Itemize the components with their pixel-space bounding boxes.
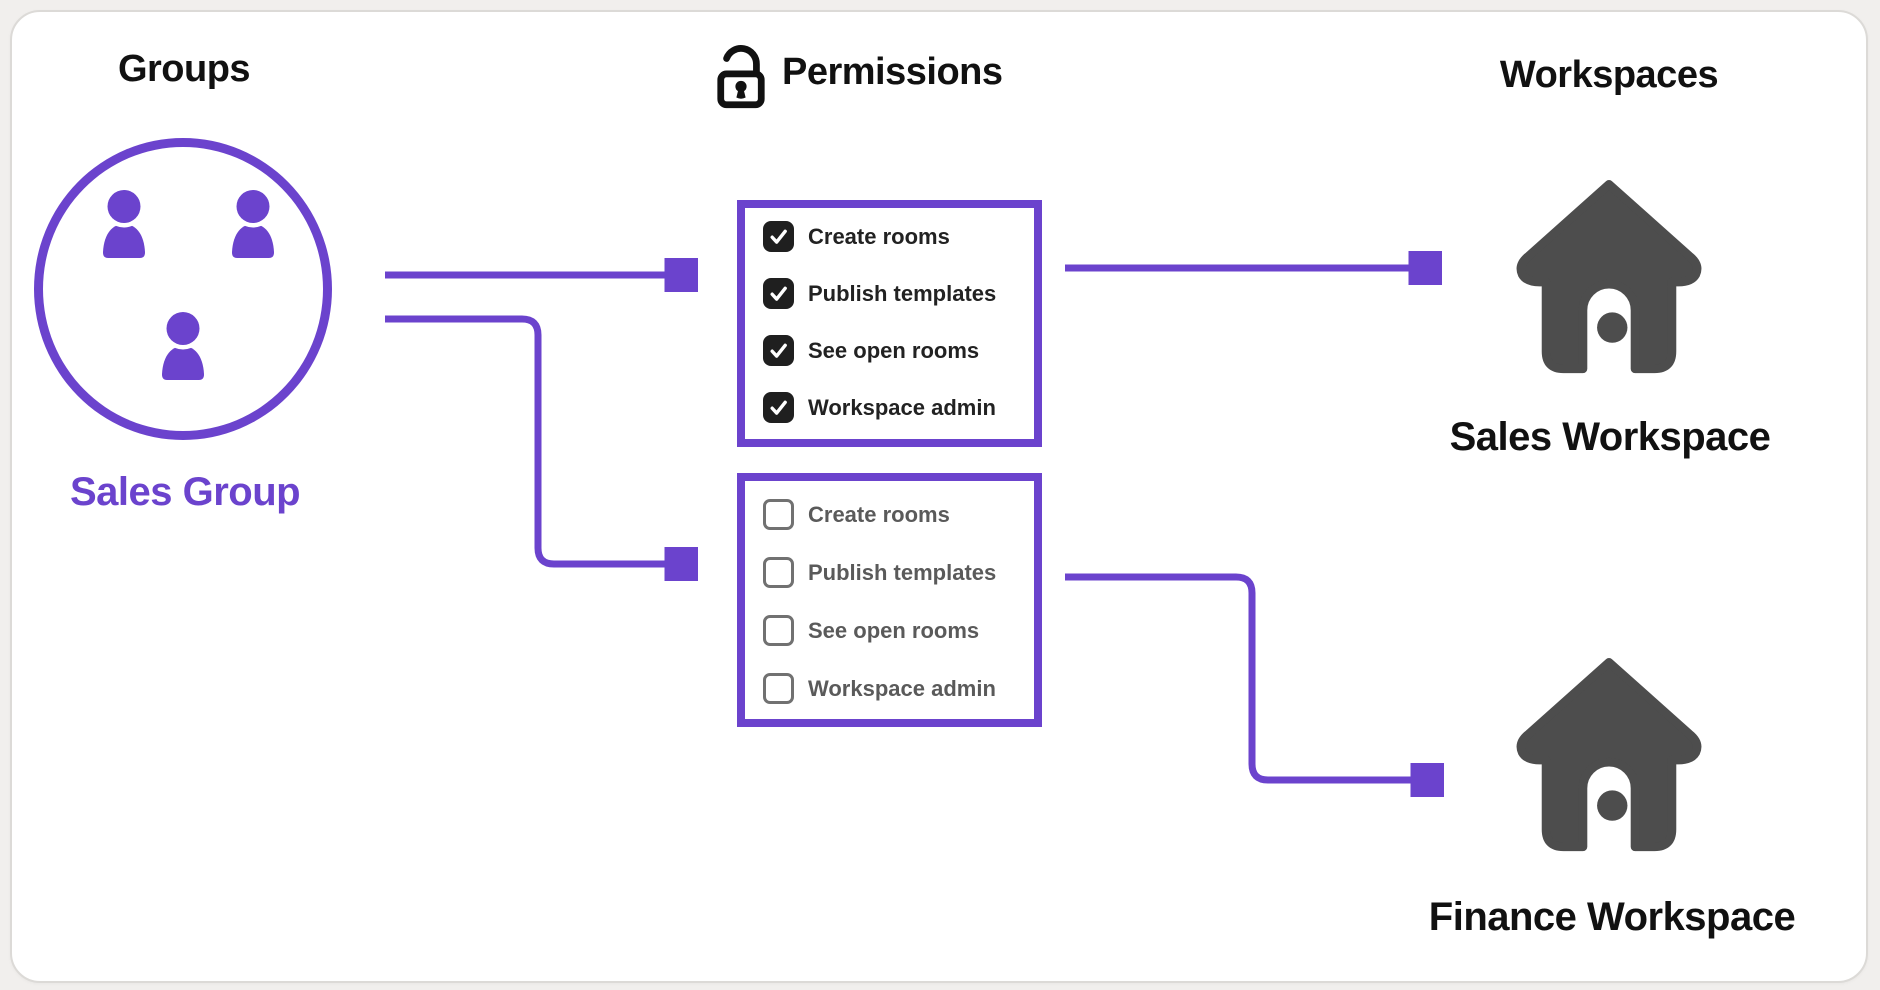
permission-label: Workspace admin <box>808 394 996 420</box>
permission-row: Workspace admin <box>763 673 1022 704</box>
permission-row: Publish templates <box>763 557 1022 588</box>
check-icon <box>770 343 787 358</box>
check-icon <box>770 400 787 415</box>
check-icon <box>770 286 787 301</box>
group-name-label: Sales Group <box>69 470 301 514</box>
permission-label: Publish templates <box>808 280 997 306</box>
workspace-label-finance: Finance Workspace <box>1428 895 1796 939</box>
checkbox-checked-icon[interactable] <box>763 278 794 309</box>
permission-row: See open rooms <box>763 335 1022 366</box>
permission-row: Create rooms <box>763 499 1022 530</box>
permission-label: Workspace admin <box>808 675 996 701</box>
permission-box-sales: Create rooms Publish templates See open … <box>737 200 1042 447</box>
permissions-column-title: Permissions <box>782 50 1003 93</box>
house-icon-sales <box>1516 180 1702 374</box>
lock-icon <box>717 45 765 109</box>
person-icon <box>161 312 205 380</box>
checkbox-unchecked-icon[interactable] <box>763 499 794 530</box>
permission-row: See open rooms <box>763 615 1022 646</box>
workspaces-column-title: Workspaces <box>1499 54 1719 96</box>
permission-box-finance: Create rooms Publish templates See open … <box>737 473 1042 727</box>
group-circle <box>34 138 332 440</box>
house-icon-finance <box>1516 658 1702 852</box>
permission-label: See open rooms <box>808 337 980 363</box>
checkbox-unchecked-icon[interactable] <box>763 615 794 646</box>
person-icon <box>102 190 146 258</box>
person-icon <box>231 190 275 258</box>
groups-column-title: Groups <box>117 48 251 90</box>
checkbox-checked-icon[interactable] <box>763 335 794 366</box>
workspace-label-sales: Sales Workspace <box>1449 415 1771 459</box>
checkbox-unchecked-icon[interactable] <box>763 673 794 704</box>
permission-label: Create rooms <box>808 223 950 249</box>
checkbox-unchecked-icon[interactable] <box>763 557 794 588</box>
permission-row: Publish templates <box>763 278 1022 309</box>
permission-label: Publish templates <box>808 559 997 585</box>
permission-row: Create rooms <box>763 221 1022 252</box>
permission-label: Create rooms <box>808 501 950 527</box>
checkbox-checked-icon[interactable] <box>763 221 794 252</box>
permission-row: Workspace admin <box>763 392 1022 423</box>
permissions-header: Permissions <box>714 30 1003 114</box>
check-icon <box>770 229 787 244</box>
checkbox-checked-icon[interactable] <box>763 392 794 423</box>
permission-label: See open rooms <box>808 617 980 643</box>
